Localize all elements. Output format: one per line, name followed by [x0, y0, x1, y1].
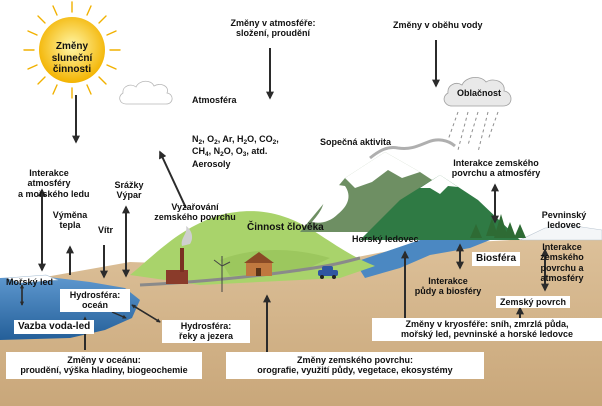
label-land-surface-changes: Změny zemského povrchu: orografie, využi… [226, 352, 484, 379]
label-land-atmosphere-interaction: Interakce zemského povrchu a atmosféry [451, 158, 541, 179]
label-hydrosphere-ocean: Hydrosféra: oceán [60, 289, 130, 312]
label-ocean-changes: Změny v oceánu: proudění, výška hladiny,… [6, 352, 202, 379]
mountain-front-snow [420, 175, 458, 194]
ice-sheet [519, 225, 602, 241]
label-soil-biosphere-interaction: Interakce půdy a biosféry [414, 276, 482, 297]
arrows-small [19, 284, 161, 323]
label-heat-exchange: Výměna tepla [52, 210, 88, 231]
label-mountain-glacier: Horský ledovec [352, 234, 419, 244]
label-atmosphere-changes: Změny v atmosféře: složení, proudění [230, 18, 316, 39]
glacier [312, 182, 349, 223]
house [244, 252, 274, 276]
rain [447, 111, 499, 153]
label-solar-changes: Změny sluneční činnosti [51, 41, 93, 75]
gases-line-1: N2, O2, Ar, H2O, CO2, [192, 134, 279, 146]
label-volcanic-activity: Sopečná aktivita [320, 137, 392, 147]
forest [470, 214, 526, 238]
label-atmosphere: Atmosféra [188, 94, 241, 107]
label-ice-sheet: Pevninský ledovec [541, 210, 587, 231]
label-biosphere: Biosféra [472, 252, 521, 266]
label-clouds: Oblačnost [457, 88, 502, 98]
volcano-plume [369, 138, 456, 160]
label-sea-ice: Mořský led [6, 277, 54, 287]
label-land-atmosphere-interaction-right: Interakce zemského povrchu a atmosféry [540, 242, 584, 284]
label-ice-water-coupling: Vazba voda-led [14, 320, 95, 334]
label-wind: Vítr [98, 225, 114, 235]
label-atmospheric-composition: N2, O2, Ar, H2O, CO2, CH4, N2O, O3, atd.… [192, 134, 279, 169]
label-human-activity: Činnost člověka [247, 222, 324, 233]
cloud-right [443, 77, 512, 107]
gases-line-2: CH4, N2O, O3, atd. [192, 146, 268, 159]
sea-ice [5, 274, 59, 284]
label-land-surface: Zemský povrch [496, 296, 571, 309]
sun [23, 1, 121, 99]
label-water-cycle-changes: Změny v oběhu vody [393, 20, 483, 30]
windmill [213, 256, 231, 292]
label-atmosphere-seaice-interaction: Interakce atmosféry a mořského ledu [18, 168, 90, 199]
label-precipitation-evaporation: Srážky Výpar [114, 180, 144, 201]
gases-line-3: Aerosoly [192, 158, 231, 169]
mountain-snow [345, 152, 420, 188]
mountain-front [360, 175, 520, 240]
label-hydrosphere-rivers: Hydrosféra: řeky a jezera [162, 320, 250, 343]
label-surface-radiation: Vyzařování zemského povrchu [154, 202, 236, 223]
label-cryosphere-changes: Změny v kryosféře: sníh, zmrzlá půda, mo… [372, 318, 602, 341]
cloud-left [119, 80, 173, 105]
car [318, 266, 338, 279]
factory [166, 226, 193, 284]
